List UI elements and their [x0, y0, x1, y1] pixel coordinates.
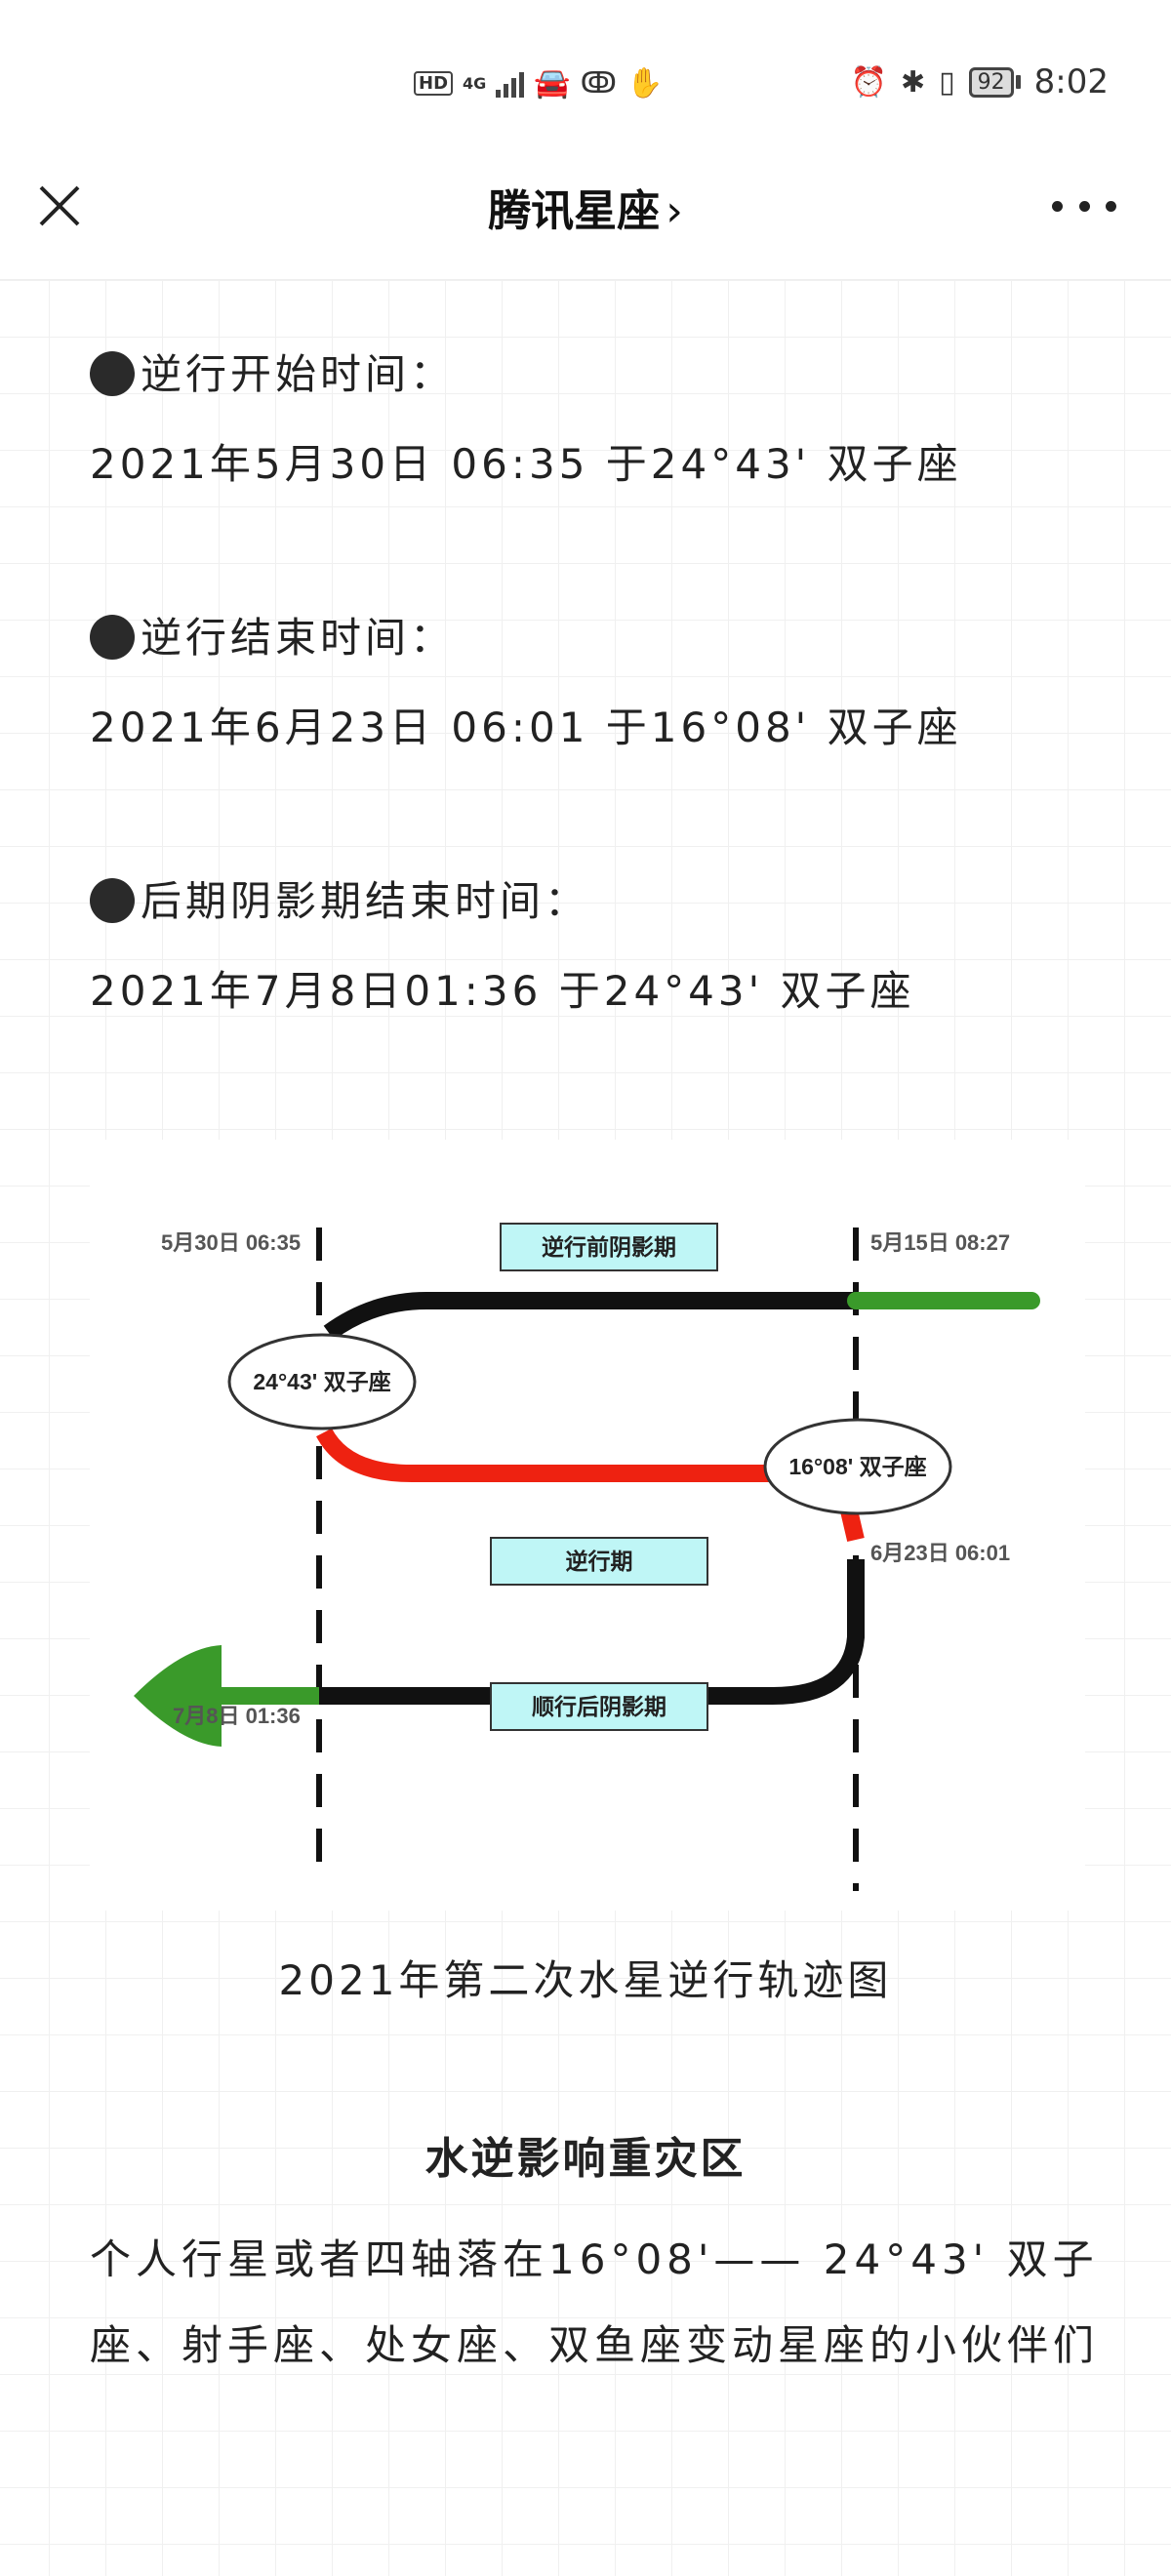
more-dot-icon: [1106, 200, 1116, 212]
section-paragraph: 个人行星或者四轴落在16°08'—— 24°43' 双子座、射手座、处女座、双鱼…: [90, 2235, 1100, 2369]
hd-icon: HD: [414, 71, 454, 96]
page-title[interactable]: 腾讯星座›: [0, 176, 1171, 238]
degree-node-b: [763, 1418, 952, 1515]
status-bar-right: ⏰ ✱ ▯ 92 8:02: [851, 62, 1109, 101]
label-date-start: 5月30日 06:35: [161, 1230, 301, 1255]
label-date-direct: 6月23日 06:01: [870, 1541, 1010, 1565]
status-bar-left: HD 4G 🚘 ↂ ✋: [414, 66, 663, 101]
alarm-icon: ⏰: [850, 64, 887, 100]
item-label-shadow-end: 后期阴影期结束时间：: [90, 868, 589, 928]
label-date-end: 7月8日 01:36: [173, 1704, 301, 1728]
wind-icon: ↂ: [580, 66, 617, 101]
hand-icon: ✋: [626, 66, 664, 101]
clock: 8:02: [1033, 62, 1109, 101]
label-box-post-shadow: 顺行后阴影期: [532, 1694, 666, 1719]
item-value-retro-end: 2021年6月23日 06:01 于16°08' 双子座: [90, 704, 962, 751]
label-date-pre-shadow: 5月15日 08:27: [870, 1230, 1010, 1255]
nav-bar: [0, 166, 1171, 280]
bullet-icon: [90, 878, 135, 923]
vibrate-icon: ▯: [939, 64, 955, 100]
more-dot-icon: [1078, 200, 1090, 212]
more-dot-icon: [1052, 200, 1063, 212]
section-heading: 水逆影响重灾区: [424, 2134, 747, 2184]
box-post-shadow: [490, 1682, 708, 1731]
item-label-retro-start: 逆行开始时间：: [90, 342, 455, 401]
box-retro: [490, 1537, 708, 1586]
item-value-shadow-end: 2021年7月8日01:36 于24°43' 双子座: [90, 967, 915, 1015]
label-box-retro: 逆行期: [566, 1549, 633, 1574]
bluetooth-icon: ✱: [900, 64, 926, 100]
path-post-shadow: [319, 1559, 865, 1705]
battery-level: 92: [968, 66, 1014, 98]
battery-icon: 92: [968, 66, 1021, 98]
signal-icon: [496, 70, 525, 98]
item-value-retro-start: 2021年5月30日 06:35 于24°43' 双子座: [90, 440, 962, 488]
diagram-caption: 2021年第二次水星逆行轨迹图: [278, 1956, 893, 2004]
close-icon: [39, 185, 80, 226]
bullet-icon: [90, 351, 135, 396]
chevron-right-icon: ›: [666, 186, 683, 236]
green-arrow-head: [134, 1645, 222, 1747]
label-box-pre-shadow: 逆行前阴影期: [542, 1234, 676, 1260]
item-label-retro-end: 逆行结束时间：: [90, 605, 455, 664]
more-button[interactable]: [1052, 191, 1116, 221]
bullet-icon: [90, 615, 135, 660]
network-type: 4G: [463, 73, 487, 93]
car-icon: 🚘: [534, 66, 571, 101]
label-degree-b: 16°08' 双子座: [788, 1454, 926, 1479]
page-title-text: 腾讯星座: [488, 186, 661, 236]
label-degree-a: 24°43' 双子座: [253, 1369, 390, 1394]
close-button[interactable]: [35, 181, 84, 230]
retrograde-diagram-svg: 5月30日 06:35 5月15日 08:27 6月23日 06:01 7月8日…: [134, 1223, 1040, 1891]
box-pre-shadow: [500, 1223, 718, 1271]
degree-node-a: [227, 1333, 417, 1430]
path-pre-shadow: [323, 1292, 856, 1341]
retrograde-diagram: 5月30日 06:35 5月15日 08:27 6月23日 06:01 7月8日…: [90, 1140, 1085, 1911]
